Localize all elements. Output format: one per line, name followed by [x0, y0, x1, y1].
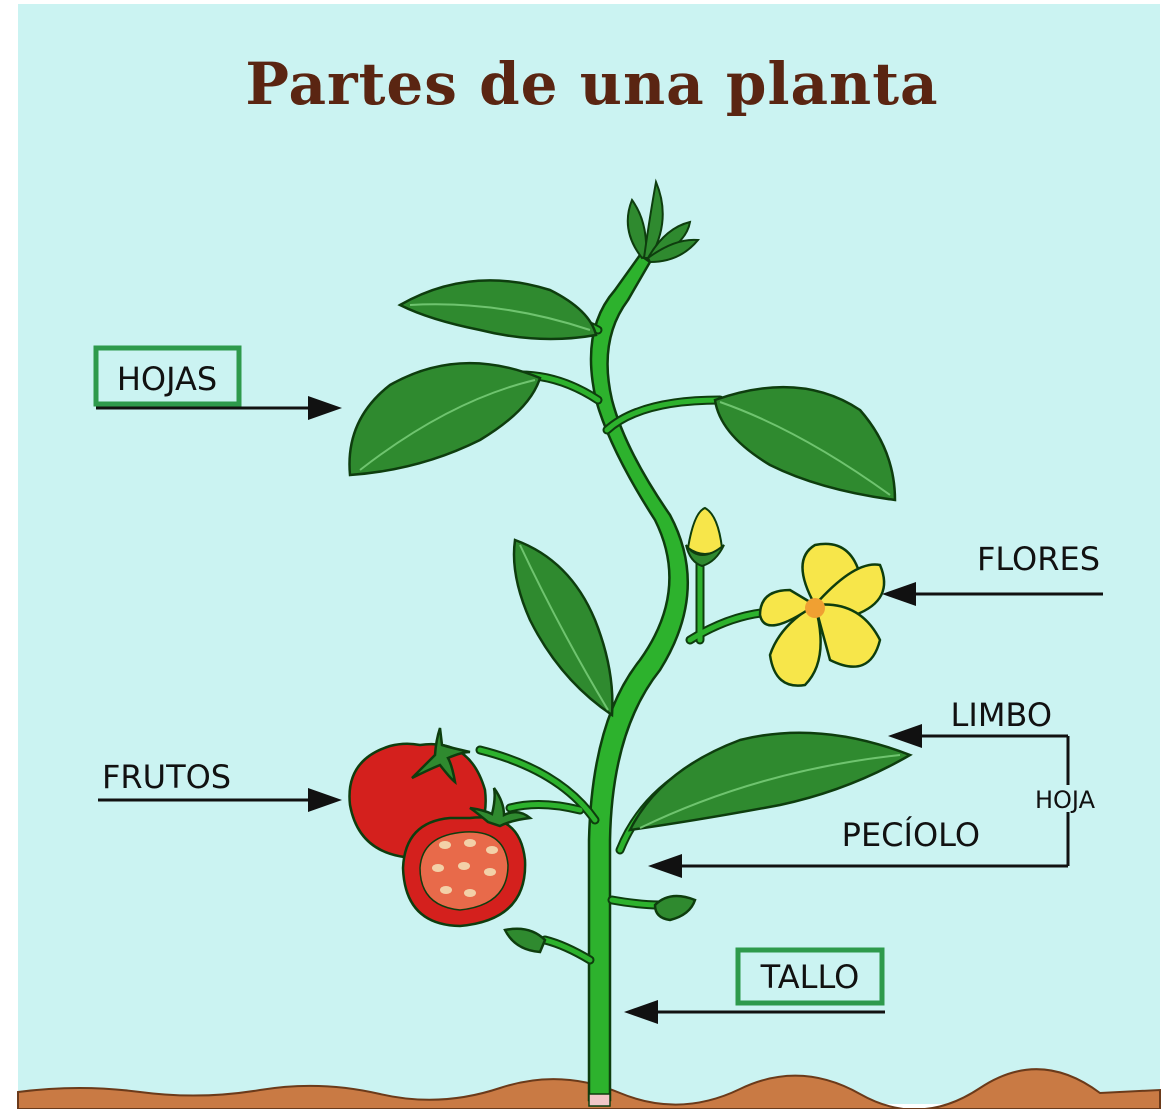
label-hojas-box — [93, 345, 242, 407]
tomato-sepals — [411, 727, 471, 786]
petioles-fill — [477, 317, 773, 963]
leaf-left — [348, 361, 542, 477]
label-peciolo: PECÍOLO — [648, 816, 1068, 878]
leaf-lower-right — [627, 731, 913, 832]
label-tallo-box — [735, 947, 885, 1006]
arrow-hojas-head — [308, 396, 342, 420]
leaf-small-left — [503, 927, 547, 954]
leaf-small-right — [653, 894, 697, 922]
label-hojas-text: HOJAS — [117, 360, 217, 398]
label-limbo: LIMBO — [888, 696, 1068, 748]
label-tallo-text: TALLO — [760, 958, 860, 996]
label-hojas: HOJAS — [93, 345, 342, 420]
top-bud — [626, 178, 700, 264]
fruits — [348, 727, 534, 928]
arrow-peciolo-head — [648, 854, 682, 878]
tomato-half-sepals — [469, 787, 534, 828]
bracket-hoja: HOJA — [1035, 736, 1096, 866]
leaves — [348, 279, 913, 954]
leaf-veins — [359, 303, 901, 829]
label-flores: FLORES — [882, 540, 1103, 606]
label-flores-text: FLORES — [977, 540, 1100, 578]
flower-center — [805, 598, 825, 618]
flower-bud — [685, 506, 725, 568]
label-peciolo-text: PECÍOLO — [842, 816, 980, 854]
label-hoja-text: HOJA — [1035, 786, 1096, 814]
arrow-frutos-head — [308, 788, 342, 812]
leaf-upper-left — [397, 279, 598, 341]
label-limbo-text: LIMBO — [951, 696, 1052, 734]
arrow-limbo-head — [888, 724, 922, 748]
leaf-right — [713, 385, 897, 502]
arrow-tallo-head — [624, 1000, 658, 1024]
diagram-title: Partes de una planta — [245, 50, 938, 118]
label-frutos-text: FRUTOS — [102, 758, 231, 796]
flower — [758, 542, 886, 687]
tomato-seeds — [432, 839, 498, 897]
label-tallo: TALLO — [624, 947, 885, 1024]
stem-base — [588, 1093, 611, 1107]
label-frutos: FRUTOS — [98, 758, 342, 812]
arrow-flores-head — [882, 582, 916, 606]
main-stem — [587, 253, 690, 1102]
